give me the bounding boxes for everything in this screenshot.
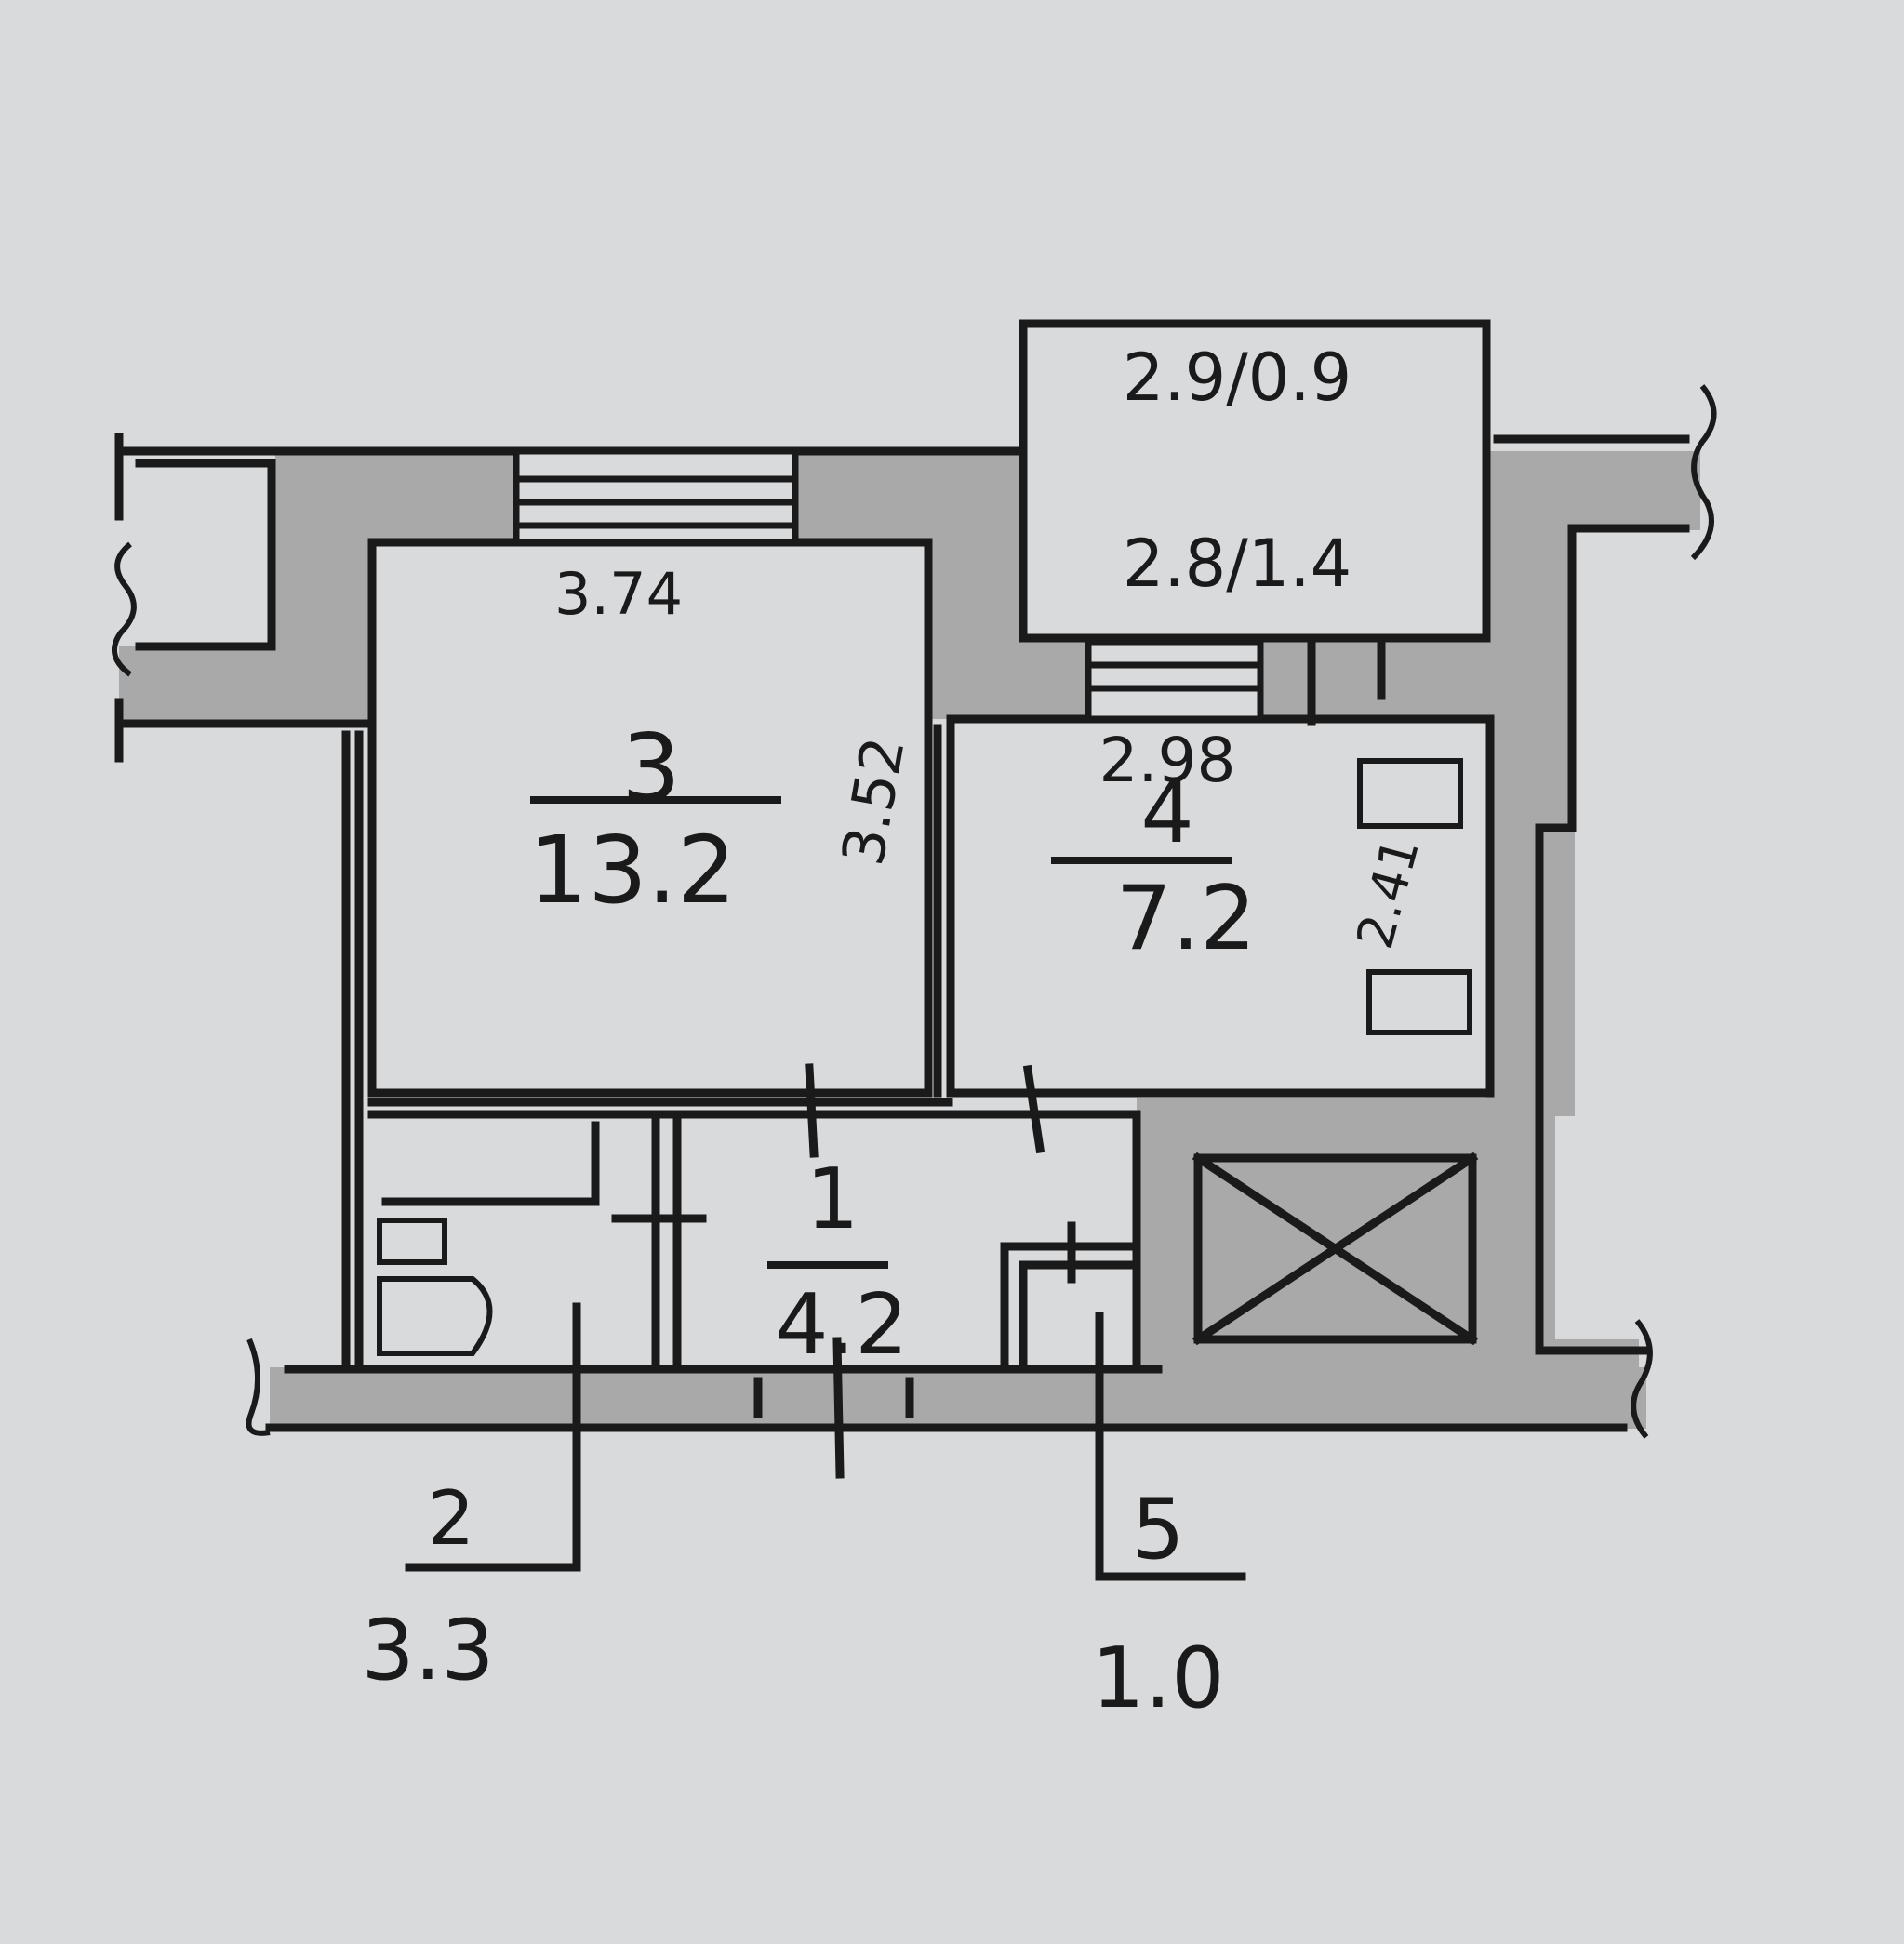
room1-area: 4.2	[775, 1276, 908, 1374]
top-right-wall-band	[1486, 451, 1700, 530]
room2-leader	[405, 1302, 581, 1572]
right-wall-outline	[1535, 524, 1651, 1355]
toilet-icon	[377, 1218, 447, 1265]
balcony-bottom-label: 2.8/1.4	[1123, 526, 1351, 602]
room4-area: 7.2	[1115, 868, 1256, 970]
room3-area: 13.2	[529, 816, 737, 925]
room2-area: 3.3	[361, 1602, 494, 1699]
right-lower-wall	[1490, 1098, 1555, 1358]
break-lines	[111, 384, 1717, 1439]
right-upper-wall	[1486, 521, 1575, 1116]
bathtub-icon	[377, 1276, 493, 1356]
room5-number: 5	[1131, 1481, 1184, 1578]
room5-area: 1.0	[1091, 1630, 1224, 1727]
ventilation-shaft	[1193, 1153, 1477, 1344]
sink-icon	[1366, 969, 1472, 1035]
wall-fills	[119, 451, 1700, 1429]
left-wall-band	[119, 646, 370, 726]
room5-leader	[1095, 1312, 1246, 1581]
room1-number: 1	[806, 1151, 859, 1248]
center-column-wall	[930, 542, 1023, 719]
balcony-outline	[1019, 319, 1491, 643]
room3-number: 3	[621, 713, 681, 822]
wall-lines	[114, 319, 1690, 1581]
room3-width-dim: 3.74	[554, 560, 683, 628]
room4-width-dim: 2.98	[1099, 725, 1236, 796]
stove-icon	[1357, 758, 1463, 829]
room2-number: 2	[428, 1475, 475, 1562]
bottom-wall-band	[270, 1367, 1646, 1429]
balcony-top-label: 2.9/0.9	[1123, 340, 1351, 416]
windows	[513, 447, 1264, 723]
room4-number: 4	[1140, 765, 1193, 862]
fixtures	[377, 758, 1472, 1356]
left-wall-outline	[135, 459, 276, 651]
